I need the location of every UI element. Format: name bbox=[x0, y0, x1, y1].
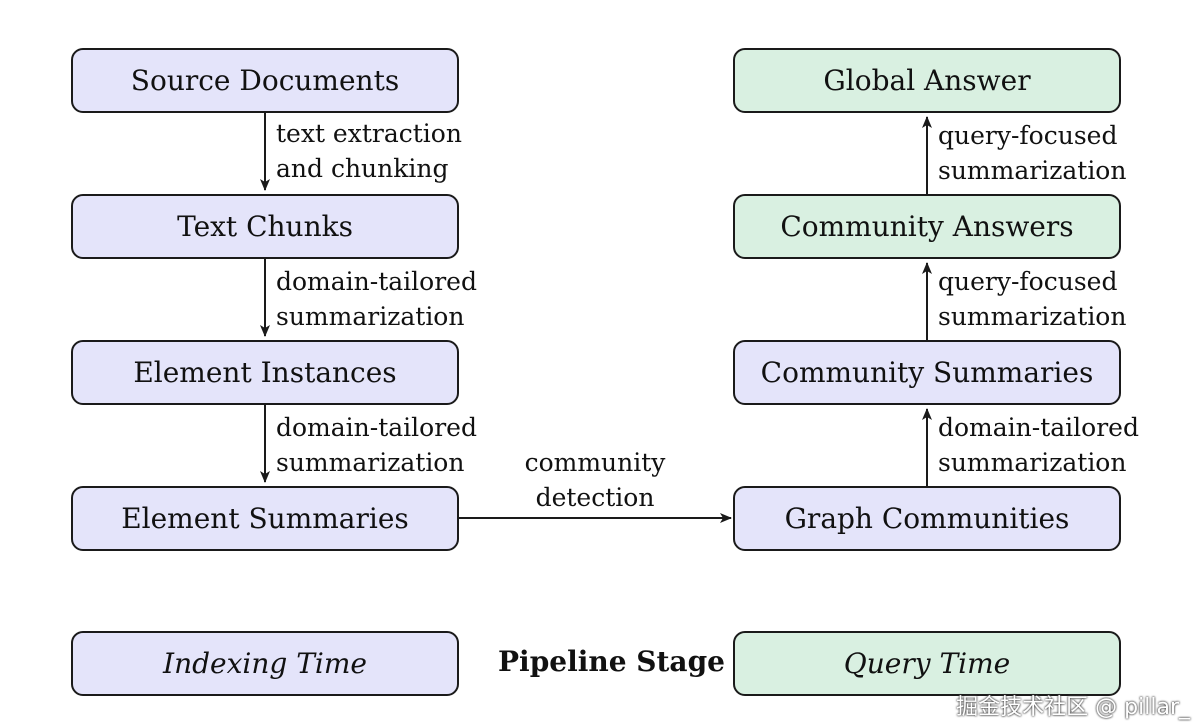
node-text-chunks: Text Chunks bbox=[71, 194, 459, 259]
edge-label-line: query-focused bbox=[938, 121, 1118, 150]
edge-label-line: and chunking bbox=[276, 154, 449, 183]
node-community-summaries: Community Summaries bbox=[733, 340, 1121, 405]
edge-label-line: detection bbox=[535, 483, 655, 512]
legend-pipeline-stage: Pipeline Stage bbox=[498, 645, 725, 678]
edge-label-line: summarization bbox=[938, 156, 1127, 185]
edge-label-query-focused-2: query-focused summarization bbox=[938, 118, 1126, 188]
edge-label-text-extraction: text extraction and chunking bbox=[276, 116, 462, 186]
edge-label-domain-tailored-1: domain-tailored summarization bbox=[276, 264, 477, 334]
edge-label-line: query-focused bbox=[938, 267, 1118, 296]
edge-label-line: summarization bbox=[938, 302, 1127, 331]
edge-label-line: domain-tailored bbox=[938, 413, 1139, 442]
edge-label-line: summarization bbox=[276, 448, 465, 477]
node-source-documents: Source Documents bbox=[71, 48, 459, 113]
edge-label-line: community bbox=[524, 448, 666, 477]
edge-label-community-detection: community detection bbox=[505, 445, 685, 515]
watermark: 掘金技术社区 @ pillar_ bbox=[956, 695, 1190, 720]
edge-label-line: domain-tailored bbox=[276, 413, 477, 442]
node-global-answer: Global Answer bbox=[733, 48, 1121, 113]
edge-label-line: text extraction bbox=[276, 119, 462, 148]
edge-label-domain-tailored-3: domain-tailored summarization bbox=[938, 410, 1139, 480]
node-element-instances: Element Instances bbox=[71, 340, 459, 405]
node-graph-communities: Graph Communities bbox=[733, 486, 1121, 551]
edge-label-line: summarization bbox=[938, 448, 1127, 477]
edge-label-domain-tailored-2: domain-tailored summarization bbox=[276, 410, 477, 480]
legend-query-time: Query Time bbox=[733, 631, 1121, 696]
node-element-summaries: Element Summaries bbox=[71, 486, 459, 551]
edge-label-query-focused-1: query-focused summarization bbox=[938, 264, 1126, 334]
legend-indexing-time: Indexing Time bbox=[71, 631, 459, 696]
node-community-answers: Community Answers bbox=[733, 194, 1121, 259]
edge-label-line: domain-tailored bbox=[276, 267, 477, 296]
edge-label-line: summarization bbox=[276, 302, 465, 331]
